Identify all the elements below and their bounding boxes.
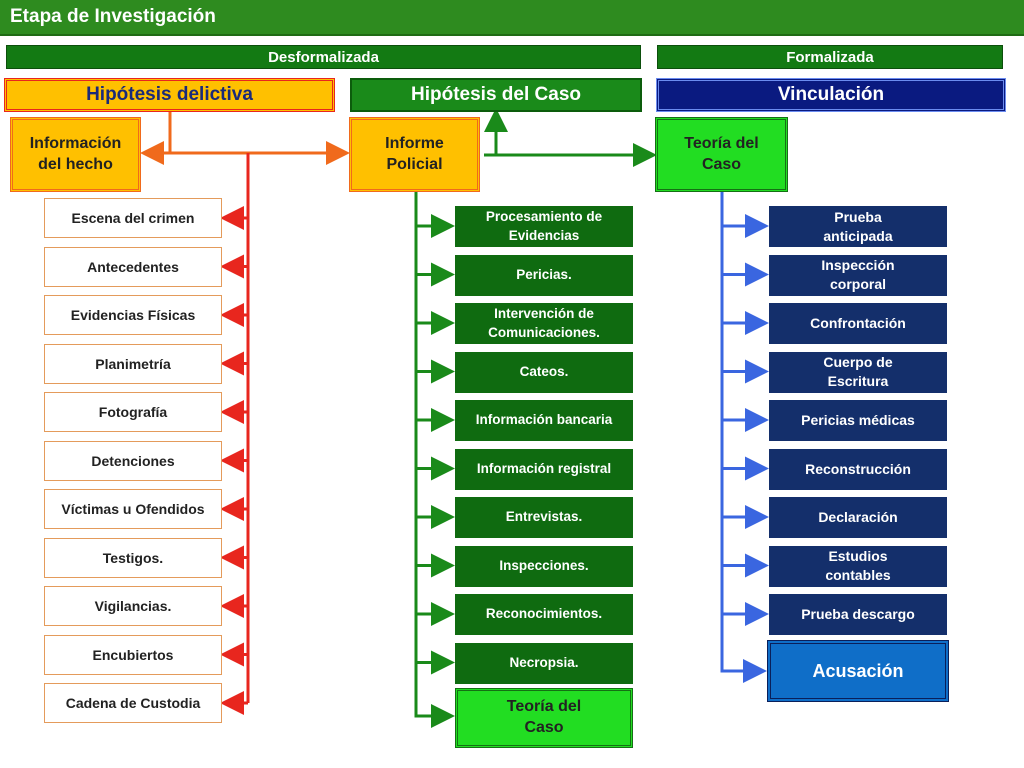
connector-arrow <box>414 192 455 728</box>
node-acusacion: Acusación <box>767 640 949 702</box>
middle-item: Intervención de Comunicaciones. <box>455 303 633 344</box>
left-item: Antecedentes <box>44 246 222 287</box>
connector-arrow <box>720 192 767 683</box>
node-informacion-hecho: Información del hecho <box>10 117 141 192</box>
middle-item: Información bancaria <box>455 400 633 441</box>
header-hipotesis-delictiva: Hipótesis delictiva <box>4 78 335 112</box>
left-item: Cadena de Custodia <box>44 683 222 723</box>
left-item: Escena del crimen <box>44 198 222 238</box>
header-vinculacion: Vinculación <box>656 78 1006 112</box>
right-item: Prueba anticipada <box>769 206 947 247</box>
right-item: Confrontación <box>769 303 947 344</box>
left-item: Detenciones <box>44 440 222 481</box>
phase-formalizada: Formalizada <box>657 45 1003 69</box>
right-item: Reconstrucción <box>769 448 947 490</box>
node-teoria-caso-final: Teoría del Caso <box>455 688 633 748</box>
left-item: Evidencias Físicas <box>44 295 222 335</box>
phase-desformalizada: Desformalizada <box>6 45 641 69</box>
left-item: Testigos. <box>44 537 222 578</box>
middle-item: Cateos. <box>455 351 633 393</box>
right-item: Pericias médicas <box>769 400 947 441</box>
header-hipotesis-caso: Hipótesis del Caso <box>350 78 642 112</box>
right-item: Estudios contables <box>769 545 947 587</box>
page-title: Etapa de Investigación <box>10 6 216 27</box>
right-item: Declaración <box>769 497 947 538</box>
right-item: Inspección corporal <box>769 254 947 296</box>
left-item: Encubiertos <box>44 634 222 675</box>
node-teoria-caso: Teoría del Caso <box>655 117 788 192</box>
left-item: Víctimas u Ofendidos <box>44 489 222 529</box>
right-item: Cuerpo de Escritura <box>769 351 947 393</box>
middle-item: Entrevistas. <box>455 497 633 538</box>
left-item: Planimetría <box>44 343 222 384</box>
right-item: Prueba descargo <box>769 594 947 635</box>
middle-item: Inspecciones. <box>455 545 633 587</box>
middle-item: Procesamiento de Evidencias <box>455 206 633 247</box>
middle-item: Necropsia. <box>455 642 633 684</box>
left-item: Vigilancias. <box>44 586 222 626</box>
title-bar: Etapa de Investigación <box>0 0 1024 36</box>
middle-item: Información registral <box>455 448 633 490</box>
node-informe-policial: Informe Policial <box>349 117 480 192</box>
middle-item: Reconocimientos. <box>455 594 633 635</box>
left-item: Fotografía <box>44 392 222 432</box>
middle-item: Pericias. <box>455 254 633 296</box>
